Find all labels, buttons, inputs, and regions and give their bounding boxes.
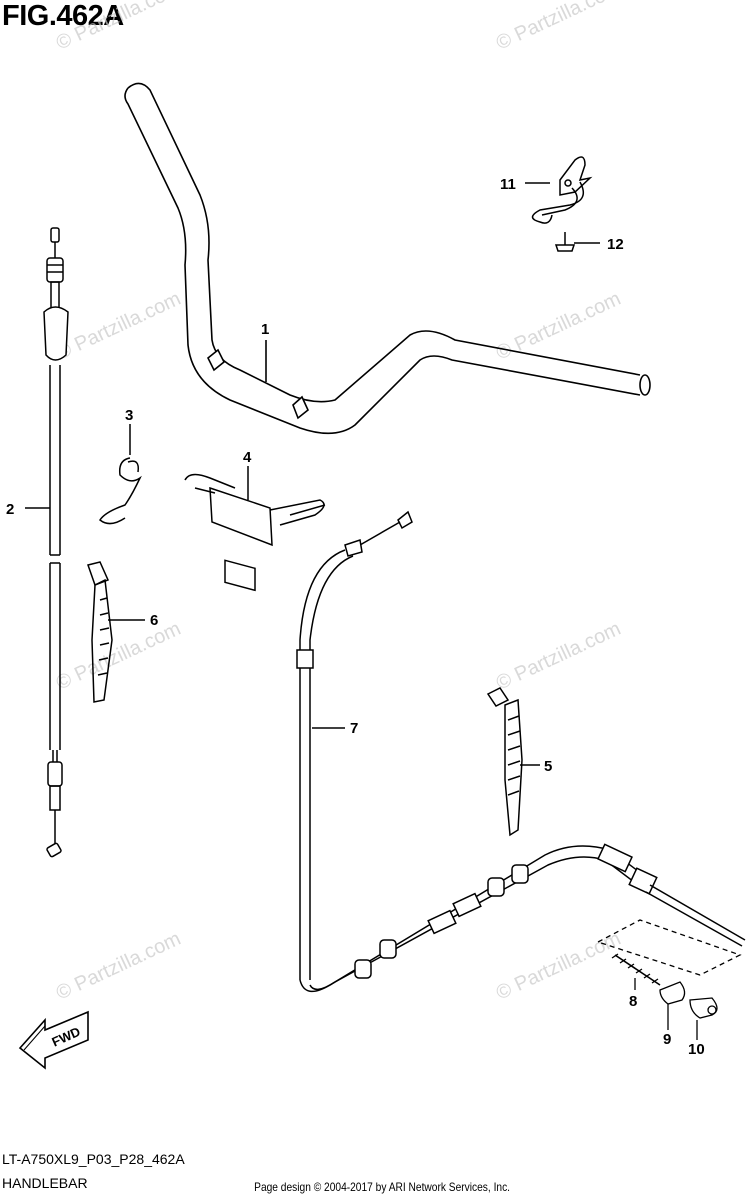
watermark: © Partzilla.com [53, 928, 184, 1005]
handlebar-part [124, 82, 651, 435]
adjuster-parts [596, 919, 742, 1040]
watermark: © Partzilla.com [493, 618, 624, 695]
page-credit: Page design © 2004-2017 by ARI Network S… [254, 1180, 510, 1194]
callout-1: 1 [261, 321, 269, 338]
watermark: © Partzilla.com [53, 0, 184, 55]
callout-8: 8 [629, 993, 637, 1010]
diagram-name: HANDLEBAR [2, 1175, 88, 1191]
callout-12: 12 [607, 236, 624, 253]
callout-2: 2 [6, 501, 14, 518]
bracket-part [525, 156, 600, 252]
callout-11: 11 [500, 176, 516, 193]
callout-3: 3 [125, 407, 133, 424]
cable-tie-part [486, 687, 540, 837]
watermark-group: © Partzilla.com © Partzilla.com © Partzi… [53, 0, 624, 1005]
center-cable-part [296, 510, 746, 993]
spring-clip-part [99, 424, 142, 525]
watermark: © Partzilla.com [53, 618, 184, 695]
callout-9: 9 [663, 1031, 671, 1048]
callout-5: 5 [544, 758, 552, 775]
fwd-arrow-icon: FWD [18, 1010, 89, 1070]
strap-part [87, 561, 145, 703]
callout-4: 4 [243, 449, 252, 466]
watermark: © Partzilla.com [493, 288, 624, 365]
left-cable-part [25, 227, 69, 858]
callout-10: 10 [688, 1041, 705, 1058]
figure-title: FIG.462A [2, 0, 124, 32]
diagram-code: LT-A750XL9_P03_P28_462A [2, 1151, 185, 1167]
callout-6: 6 [150, 612, 158, 629]
watermark: © Partzilla.com [53, 288, 184, 365]
wire-bracket-part [184, 466, 326, 592]
watermark: © Partzilla.com [493, 928, 624, 1005]
callout-7: 7 [350, 720, 358, 737]
watermark: © Partzilla.com [493, 0, 624, 55]
